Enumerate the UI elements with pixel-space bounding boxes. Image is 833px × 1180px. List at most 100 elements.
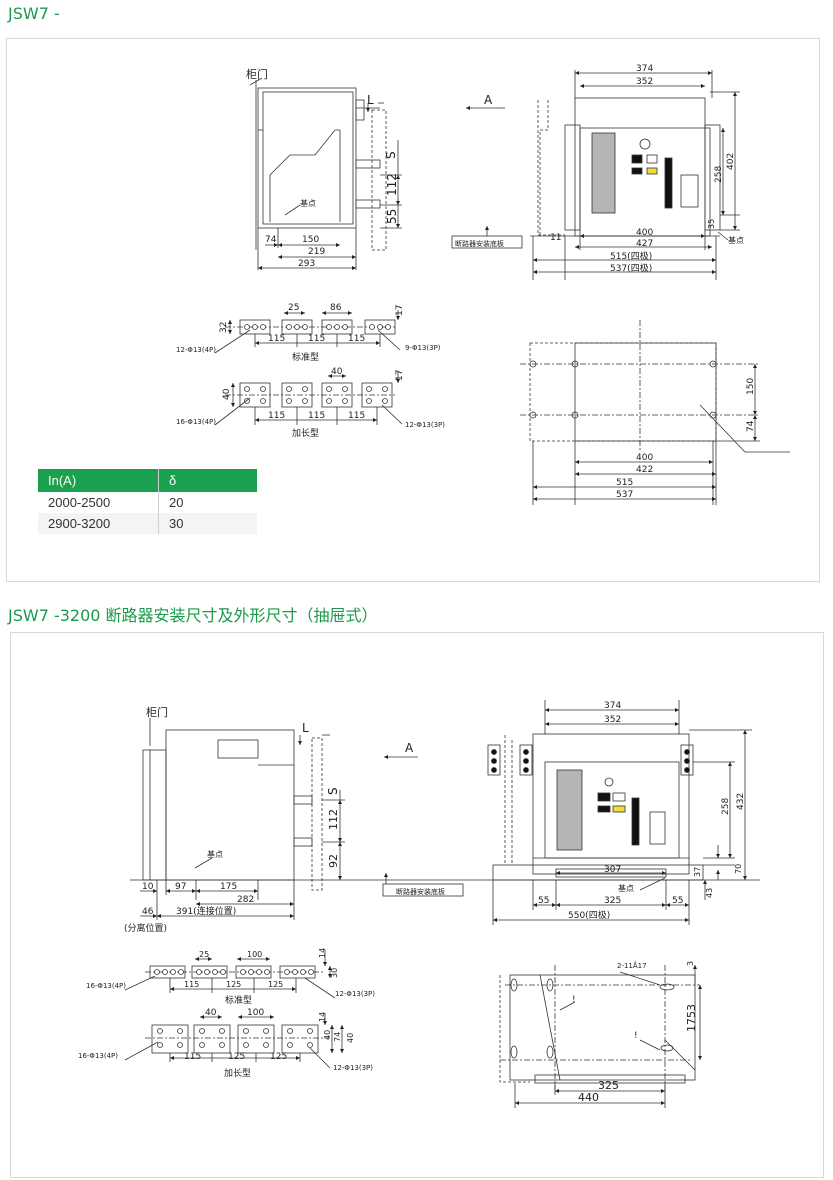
dim-55-b: 55 (672, 896, 683, 906)
dim-25: 25 (288, 303, 299, 313)
dim-1753: 1753 (685, 1004, 698, 1032)
label-holes-3p: 9-Φ13(3P) (405, 344, 441, 352)
table-header-row: In(A) δ (38, 469, 257, 492)
table-cell: 30 (158, 513, 257, 534)
dim-115-ext-2: 115 (184, 1052, 201, 1062)
dim-10: 10 (142, 882, 154, 892)
label-holes-4p-2: 16-Φ13(4P) (86, 982, 126, 990)
side-view-1 (249, 77, 402, 270)
dim-74: 74 (265, 235, 277, 245)
label-extended-type-2: 加长型 (224, 1067, 251, 1079)
table-row: 2000-2500 20 (38, 492, 257, 513)
table-header-delta: δ (158, 469, 257, 492)
front-view-2 (487, 700, 752, 925)
dim-11: 11 (550, 233, 561, 243)
dim-115-ext-b: 115 (308, 411, 325, 421)
label-base-point-front-2: 基点 (618, 883, 634, 893)
label-mount-plate: 断路器安装底板 (455, 239, 504, 248)
dim-150-plate: 150 (746, 378, 756, 395)
busbar-extended-2 (124, 1013, 344, 1069)
dim-325: 325 (604, 896, 621, 906)
dim-70: 70 (734, 864, 743, 874)
dim-40-top: 40 (331, 367, 343, 377)
label-holes-4p: 12-Φ13(4P) (176, 346, 216, 354)
dim-550: 550(四极) (568, 909, 610, 921)
dim-40-b: 40 (323, 1030, 332, 1040)
dim-25-2: 25 (199, 950, 209, 959)
label-door: 柜门 (246, 67, 268, 81)
dim-440-plate: 440 (578, 1091, 599, 1104)
label-arrow-a: A (484, 93, 493, 107)
dim-17-ext: 17 (395, 370, 405, 381)
dim-219: 219 (308, 247, 325, 257)
dim-40: 40 (222, 388, 232, 400)
label-standard-type-2: 标准型 (225, 994, 252, 1006)
dim-258-2: 258 (721, 798, 731, 815)
dim-400: 400 (636, 228, 653, 238)
busbar-standard-1 (214, 310, 401, 354)
dim-112: 112 (385, 173, 399, 196)
dim-115-std-2: 115 (184, 980, 199, 989)
heading-top: JSW7 - (8, 4, 60, 23)
label-base-point-front: 基点 (728, 235, 744, 245)
dim-125-std-b: 125 (268, 980, 283, 989)
dim-352: 352 (636, 77, 653, 87)
dim-293: 293 (298, 259, 315, 269)
dim-352-2: 352 (604, 715, 621, 725)
mounting-plate-1 (520, 320, 790, 505)
busbar-standard-2 (124, 950, 336, 999)
dim-175: 175 (220, 882, 237, 892)
dim-115-ext-c: 115 (348, 411, 365, 421)
label-S: S (384, 151, 398, 159)
front-view-1 (451, 70, 740, 280)
dim-150: 150 (302, 235, 319, 245)
dim-35: 35 (707, 219, 716, 229)
dim-40-a: 40 (205, 1008, 217, 1018)
dim-282: 282 (237, 895, 254, 905)
dim-515-plate: 515 (616, 478, 633, 488)
label-holes-4p-ext: 16-Φ13(4P) (176, 418, 216, 426)
table-cell: 2000-2500 (38, 492, 159, 513)
dim-86: 86 (330, 303, 342, 313)
dim-46: 46 (142, 907, 154, 917)
dim-100-ext: 100 (247, 1008, 264, 1018)
dim-258: 258 (714, 166, 724, 183)
side-view-2 (130, 718, 760, 920)
heading-drawout: JSW7 -3200 断路器安装尺寸及外形尺寸（抽屉式） (8, 606, 378, 625)
dim-115-ext-a: 115 (268, 411, 285, 421)
table-header-current: In(A) (38, 469, 159, 492)
dim-55: 55 (385, 209, 399, 224)
dim-307: 307 (604, 865, 621, 875)
dim-74-ext: 74 (333, 1032, 342, 1042)
dim-43: 43 (705, 888, 714, 898)
dim-400-plate: 400 (636, 453, 653, 463)
dim-14-ext: 14 (318, 1012, 327, 1022)
dim-30: 30 (330, 968, 339, 978)
dim-37: 37 (693, 867, 702, 877)
delta-table: In(A) δ 2000-2500 20 2900-3200 30 (38, 469, 257, 534)
table-cell: 2900-3200 (38, 513, 159, 534)
labels-diagram-1: 柜门 L S 112 55 基点 74 150 219 293 A 374 35… (176, 64, 756, 500)
dim-17: 17 (395, 305, 405, 316)
dim-427: 427 (636, 239, 653, 249)
busbar-extended-1 (214, 372, 403, 426)
dim-55-a: 55 (538, 896, 549, 906)
dim-97: 97 (175, 882, 186, 892)
dim-112-2: 112 (327, 809, 340, 830)
label-L-2: L (302, 721, 309, 735)
dim-537: 537(四极) (610, 262, 652, 274)
table-cell: 20 (158, 492, 257, 513)
label-holes-3p-2: 12-Φ13(3P) (335, 990, 375, 998)
dim-125-std-a: 125 (226, 980, 241, 989)
dim-100: 100 (247, 950, 262, 959)
labels-diagram-2: 柜门 L S 112 92 基点 10 97 175 282 46 391(连接… (78, 701, 746, 1104)
label-holes-3p-ext-2: 12-Φ13(3P) (333, 1064, 373, 1072)
dim-115-a: 115 (268, 334, 285, 344)
dim-374: 374 (636, 64, 653, 74)
label-base-point: 基点 (300, 198, 316, 208)
mounting-plate-2 (499, 965, 702, 1108)
dim-40-c: 40 (346, 1033, 355, 1043)
dim-14: 14 (318, 948, 327, 958)
dim-3: 3 (686, 961, 695, 966)
